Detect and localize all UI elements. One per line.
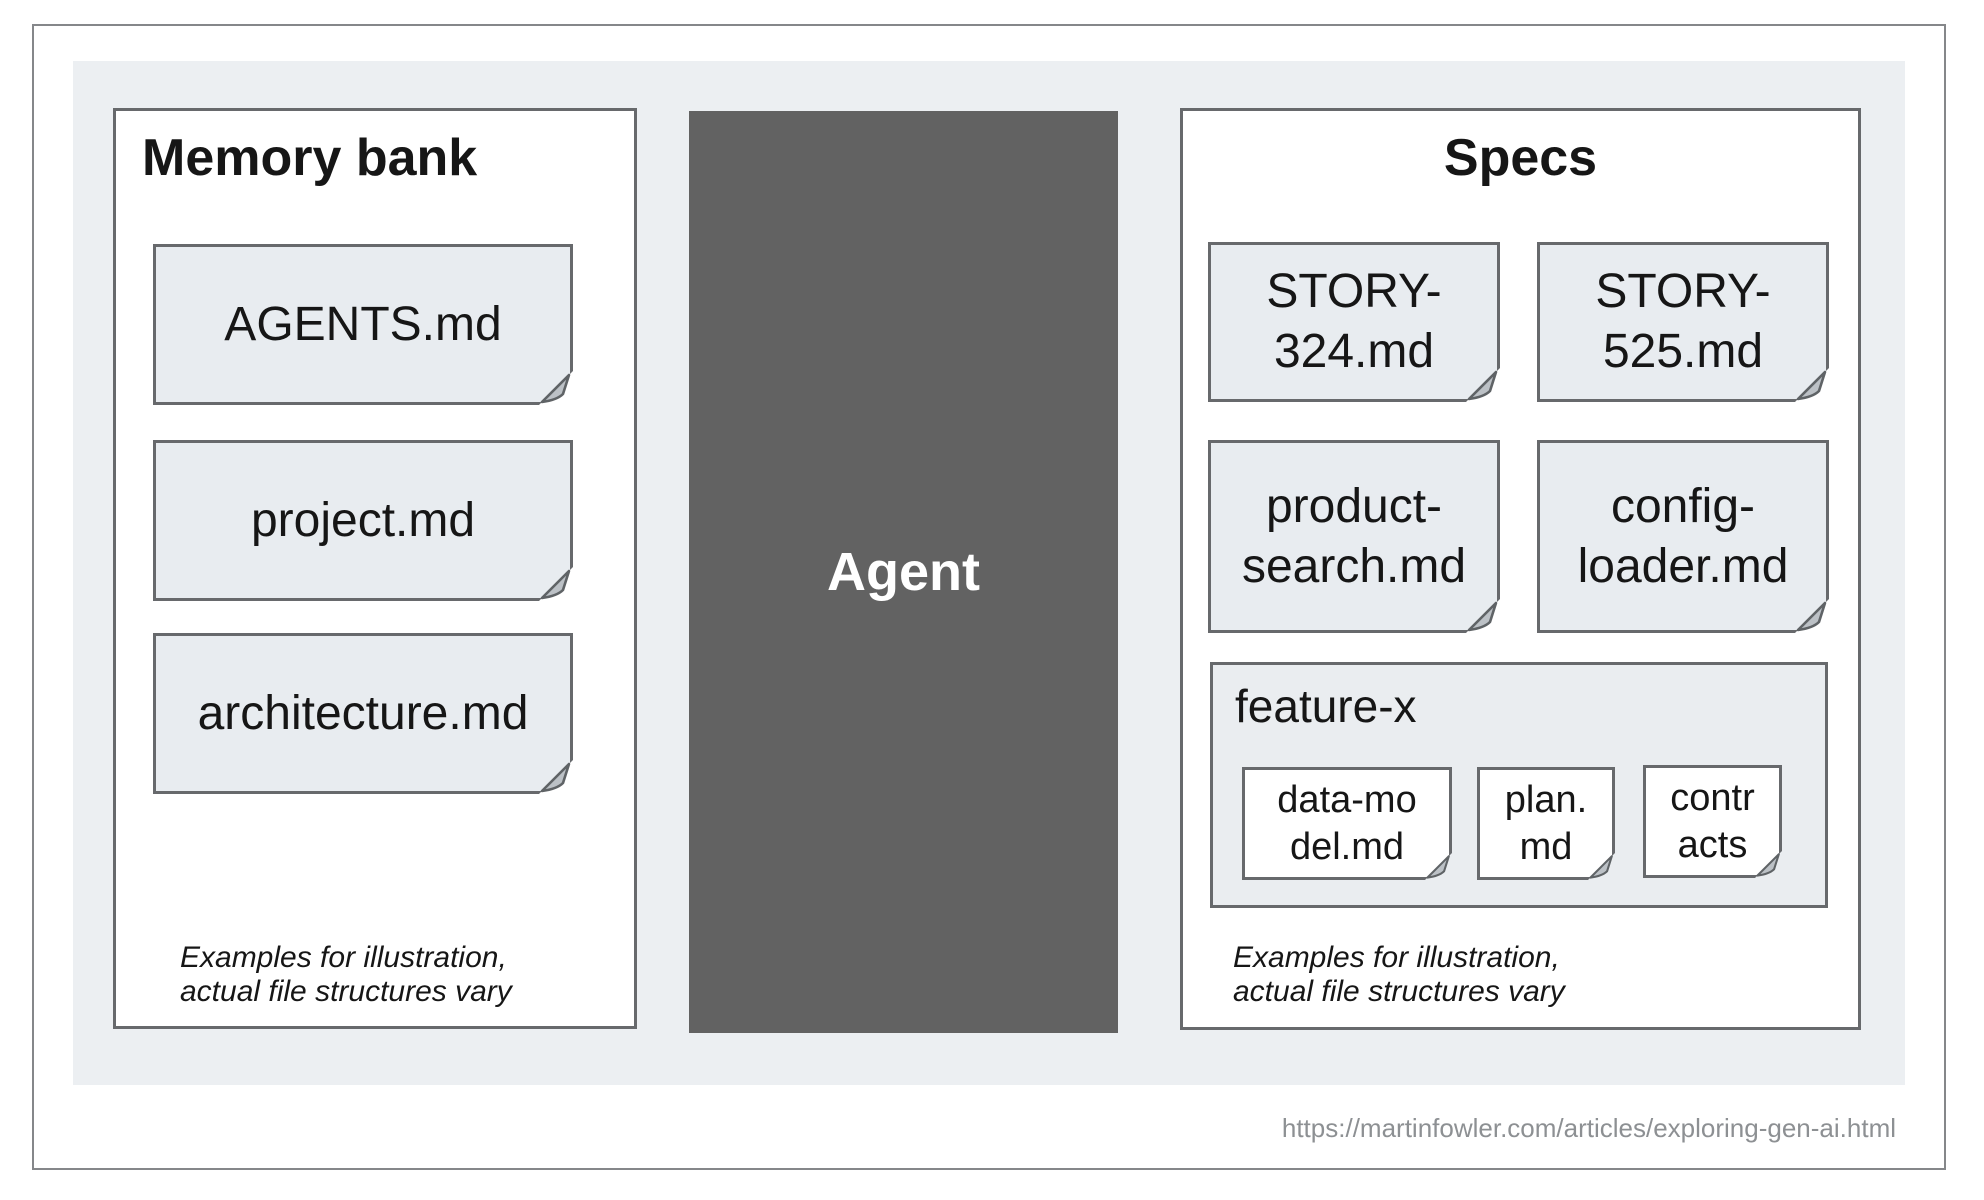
file-card-project-md: project.md	[153, 440, 573, 601]
folder-name: feature-x	[1235, 680, 1417, 732]
dog-ear-fold-icon	[1795, 368, 1829, 402]
file-card-contracts: contr acts	[1643, 765, 1782, 878]
file-name: STORY- 525.md	[1595, 265, 1771, 378]
file-card-story-525-md: STORY- 525.md	[1537, 242, 1829, 402]
outer-frame	[32, 24, 1946, 1170]
dog-ear-fold-icon	[1755, 851, 1782, 878]
file-name: data-mo del.md	[1277, 778, 1417, 868]
file-card-story-324-md: STORY- 324.md	[1208, 242, 1500, 402]
agent-block: Agent	[689, 111, 1118, 1033]
file-card-plan-md: plan. md	[1477, 767, 1615, 880]
file-name: product- search.md	[1241, 479, 1467, 593]
file-card-product-search-md: product- search.md	[1208, 440, 1500, 633]
file-name: plan. md	[1504, 778, 1588, 868]
file-name: STORY- 324.md	[1266, 265, 1442, 378]
file-card-data-model-md: data-mo del.md	[1242, 767, 1452, 880]
dog-ear-fold-icon	[1425, 853, 1452, 880]
file-card-architecture-md: architecture.md	[153, 633, 573, 794]
agent-label: Agent	[827, 542, 980, 602]
dog-ear-fold-icon	[539, 567, 573, 601]
source-url: https://martinfowler.com/articles/explor…	[1281, 1113, 1896, 1143]
dog-ear-fold-icon	[1466, 599, 1500, 633]
specs-title: Specs	[1443, 129, 1598, 187]
dog-ear-fold-icon	[1588, 853, 1615, 880]
file-name: project.md	[250, 493, 476, 547]
feature-x-folder: feature-x data-mo del.md plan. md contr …	[1210, 662, 1828, 908]
file-name: architecture.md	[197, 686, 529, 740]
dog-ear-fold-icon	[1795, 599, 1829, 633]
dog-ear-fold-icon	[539, 371, 573, 405]
dog-ear-fold-icon	[1466, 368, 1500, 402]
memory-bank-panel: Memory bank AGENTS.md project.md archite…	[113, 108, 637, 1029]
specs-note: Examples for illustration, actual file s…	[1233, 941, 1565, 1008]
file-card-agents-md: AGENTS.md	[153, 244, 573, 405]
file-name: contr acts	[1670, 776, 1755, 866]
file-card-config-loader-md: config- loader.md	[1537, 440, 1829, 633]
specs-panel: Specs STORY- 324.md STORY- 525.md produc…	[1180, 108, 1861, 1030]
file-name: AGENTS.md	[224, 297, 502, 351]
memory-bank-note: Examples for illustration, actual file s…	[180, 941, 512, 1008]
memory-bank-title: Memory bank	[142, 129, 478, 187]
file-name: config- loader.md	[1577, 479, 1789, 593]
dog-ear-fold-icon	[539, 760, 573, 794]
